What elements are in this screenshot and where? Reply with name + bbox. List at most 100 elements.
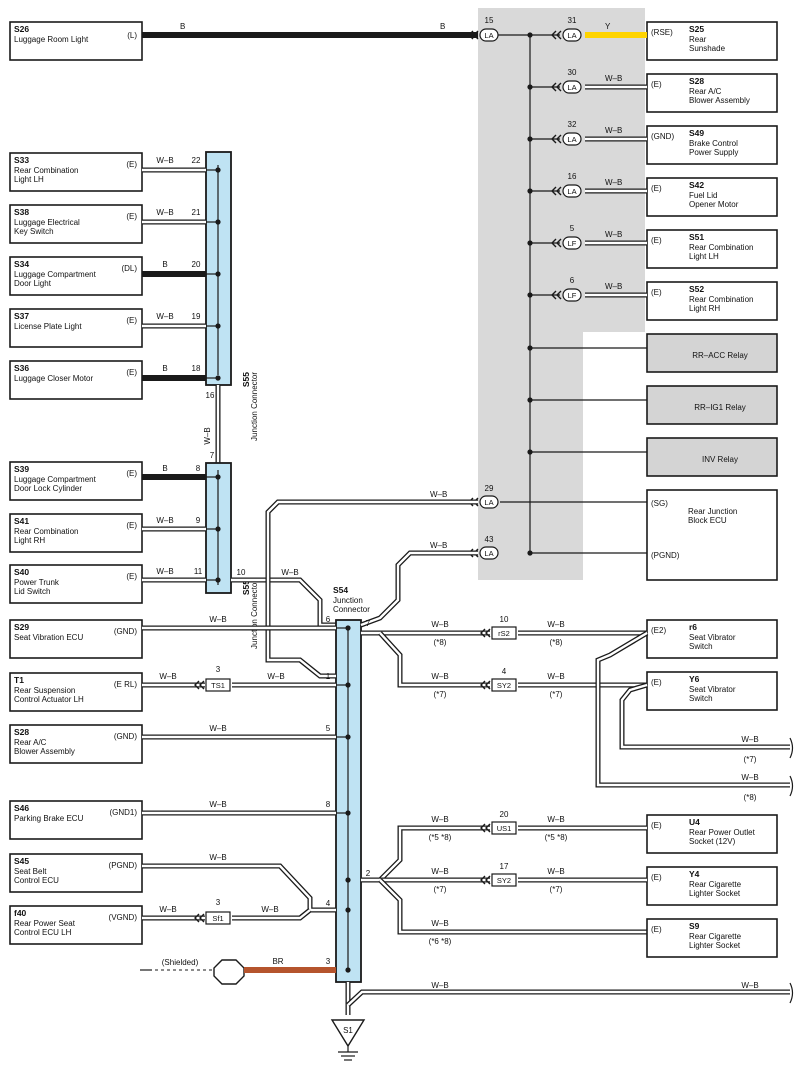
right-bottom-y6-1-name: Switch xyxy=(689,694,713,703)
right-s25-0-name: Sunshade xyxy=(689,44,726,53)
right-bottom-s9-4-name: Rear Cigarette xyxy=(689,932,742,941)
wire-note-rb-1: (*7) xyxy=(434,690,447,699)
bus-dot-2 xyxy=(527,136,533,142)
relay-box-0 xyxy=(646,333,778,373)
left-bottom-f40-5-name: Rear Power Seat xyxy=(14,919,76,928)
connector-right-1-label: LA xyxy=(567,83,576,92)
connector-right-2-label: LA xyxy=(567,135,576,144)
jc-s54-label: Junction xyxy=(333,596,363,605)
wire-f40-b-core xyxy=(232,909,311,920)
connector-ts1-rect xyxy=(205,678,231,692)
connector-la15-pin: 15 xyxy=(485,16,494,25)
right-s25-0-code: S25 xyxy=(689,24,704,34)
connector-right-0-pill xyxy=(562,28,582,42)
relay-dot-1 xyxy=(527,397,533,403)
wire-note-cont-7: (*7) xyxy=(744,755,757,764)
left-bottom-s45-4-name: Control ECU xyxy=(14,876,59,885)
connector-right-5-chevron xyxy=(551,290,557,300)
connector-rb-0-chevron xyxy=(480,628,486,638)
left-bottom-s29-0-code: S29 xyxy=(14,622,29,632)
top-left-s26-box xyxy=(9,21,143,61)
wire-note-rb-2: (*5 *8) xyxy=(429,833,452,842)
wire-label-f40-b: W–B xyxy=(261,905,278,914)
connector-rb-2-rect xyxy=(491,821,517,835)
pin-br: 3 xyxy=(326,957,331,966)
connector-right-4-pill xyxy=(562,236,582,250)
left-bottom-t1-1-code: T1 xyxy=(14,675,24,685)
connector-rb-0-chevron xyxy=(485,628,491,638)
left-top-s33-box xyxy=(9,152,143,192)
left-top-s38-name: Luggage Electrical xyxy=(14,218,80,227)
left-top-s38-box xyxy=(9,204,143,244)
right-bottom-y6-1-box xyxy=(646,671,778,711)
connector-right-4-label: LF xyxy=(568,239,577,248)
right-bottom-r6-0-name: Seat Vibrator xyxy=(689,633,736,642)
wire-label-la43: W–B xyxy=(430,541,447,550)
connector-rb-1-chevron xyxy=(485,680,491,690)
left-mid-term-2: (E) xyxy=(126,572,137,581)
wire-label-rb-3: W–B xyxy=(431,867,448,876)
connector-right-1-chevron xyxy=(556,82,562,92)
left-bottom-f40-5-code: f40 xyxy=(14,908,27,918)
right-bottom-y6-1-code: Y6 xyxy=(689,674,700,684)
left-bottom-s45-4-code: S45 xyxy=(14,856,29,866)
right-s51-4-term: (E) xyxy=(651,236,662,245)
right-bottom-u4-2-code: U4 xyxy=(689,817,700,827)
right-bottom-r6-0-name: Switch xyxy=(689,642,713,651)
left-top-s36-code: S36 xyxy=(14,363,29,373)
wire-label-rb-b-2: W–B xyxy=(547,815,564,824)
jc-s55-code: S55 xyxy=(241,372,251,387)
left-top-s34-name: Luggage Compartment xyxy=(14,270,97,279)
wire-u4-a-core xyxy=(361,826,490,882)
right-s52-5-term: (E) xyxy=(651,288,662,297)
jc-dot-4 xyxy=(215,375,221,381)
right-bottom-r6-0-code: r6 xyxy=(689,622,697,632)
left-mid-s40-name: Lid Switch xyxy=(14,587,50,596)
top-left-s26-name: Luggage Room Light xyxy=(14,35,89,44)
jc-s55-pin-in: 7 xyxy=(210,451,215,460)
connector-la43-pin: 43 xyxy=(485,535,494,544)
right-bottom-r6-0-term: (E2) xyxy=(651,626,666,635)
wire-label-rb-2: W–B xyxy=(431,815,448,824)
right-s28-1-code: S28 xyxy=(689,76,704,86)
right-bottom-u4-2-box xyxy=(646,814,778,854)
wire-label-s45: W–B xyxy=(209,853,226,862)
jb-dot xyxy=(527,550,533,556)
wire-label-left-mid-1: W–B xyxy=(156,516,173,525)
connector-rb-3-rect xyxy=(491,873,517,887)
connector-la15-chevron xyxy=(473,30,479,40)
connector-rb-pin-3: 17 xyxy=(500,862,509,871)
right-s49-2-term: (GND) xyxy=(651,132,674,141)
relay-label-1: RR–IG1 Relay xyxy=(694,403,746,412)
connector-right-5-chevron xyxy=(556,290,562,300)
left-top-s34-box xyxy=(9,256,143,296)
wire-note-rb-b-3: (*7) xyxy=(550,885,563,894)
left-bottom-s28-2-box xyxy=(9,724,143,764)
wire-label-left-top-4: B xyxy=(162,364,167,373)
wire-s55-to-s54-core xyxy=(231,578,336,627)
right-s25-0-box xyxy=(646,21,778,61)
connector-right-1-chevron xyxy=(551,82,557,92)
wire-label-right-4: W–B xyxy=(605,230,622,239)
junction-block-name: Block ECU xyxy=(688,516,727,525)
connector-rb-2-label: US1 xyxy=(497,824,512,833)
right-bottom-y4-3-name: Lighter Socket xyxy=(689,889,741,898)
relay-box-2 xyxy=(646,437,778,477)
connector-right-0-chevron xyxy=(556,30,562,40)
right-bottom-y4-3-code: Y4 xyxy=(689,869,700,879)
wire-label-s55-link: W–B xyxy=(203,427,212,444)
s54-dot-5 xyxy=(345,907,351,913)
connector-rb-2-chevron xyxy=(480,823,486,833)
right-bottom-u4-2-name: Rear Power Outlet xyxy=(689,828,756,837)
right-bottom-u4-2-name: Socket (12V) xyxy=(689,837,736,846)
connector-right-5-label: LF xyxy=(568,291,577,300)
connector-right-pin-4: 5 xyxy=(570,224,575,233)
connector-rb-3-chevron xyxy=(485,875,491,885)
wire-s45 xyxy=(142,863,336,913)
left-bottom-term-0: (GND) xyxy=(114,627,137,636)
connector-right-pin-5: 6 xyxy=(570,276,575,285)
wire-cont-7-core xyxy=(620,683,790,749)
left-mid-s41-code: S41 xyxy=(14,516,29,526)
wire-note-rb-b-1: (*7) xyxy=(550,690,563,699)
connector-rb-0-label: rS2 xyxy=(498,629,510,638)
